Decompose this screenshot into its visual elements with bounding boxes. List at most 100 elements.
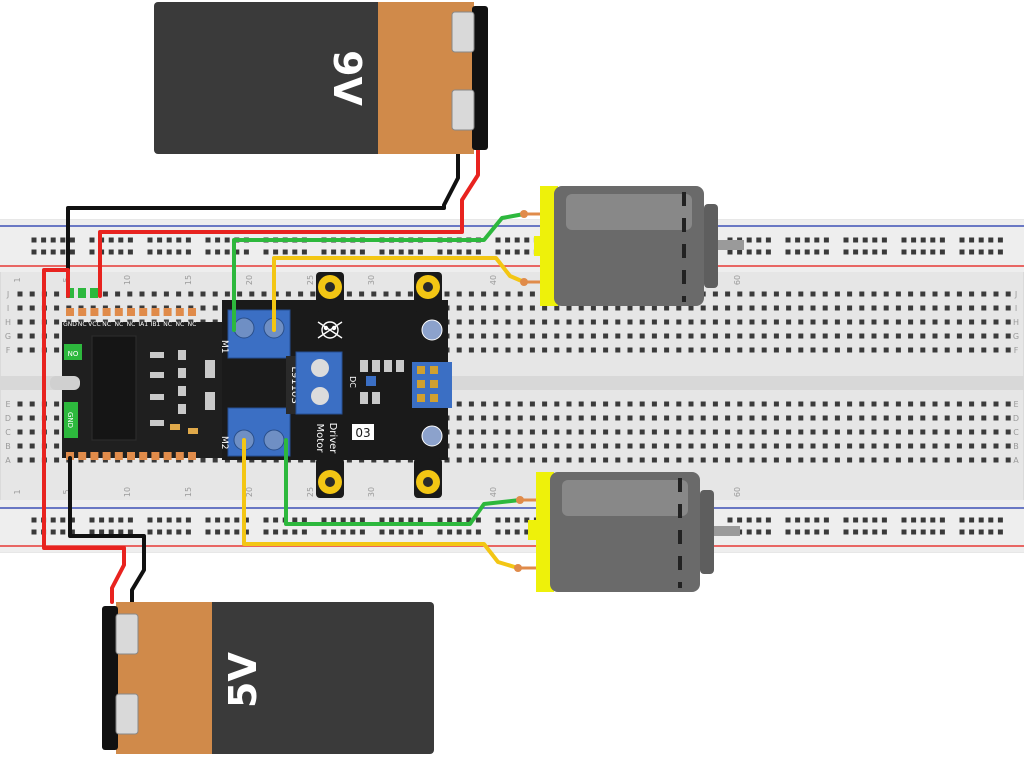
row-letter: G <box>5 332 11 341</box>
header-pin <box>163 308 172 316</box>
row-letter: G <box>1013 332 1019 341</box>
version-label: 03 <box>355 426 370 440</box>
wire-black-5v <box>68 456 146 604</box>
row-letter: E <box>5 400 10 409</box>
row-letter: C <box>1013 428 1019 437</box>
connection-pin <box>78 288 86 298</box>
battery-9v: 9V <box>154 2 488 154</box>
column-number: 15 <box>184 275 193 285</box>
column-number: 60 <box>733 275 742 285</box>
header-pin <box>78 452 87 460</box>
row-letter: F <box>6 346 11 355</box>
motor-bottom <box>514 472 740 592</box>
wire-green-top <box>232 212 526 332</box>
column-number: 30 <box>367 275 376 285</box>
header-pin-label: NC <box>188 321 197 328</box>
header-pin <box>175 308 184 316</box>
row-letter: D <box>5 414 11 423</box>
header-pin <box>114 308 123 316</box>
header-pin-label: VCC <box>88 321 100 328</box>
row-letter: B <box>5 442 11 451</box>
header-pin <box>139 452 148 460</box>
wires <box>42 146 526 604</box>
header-pin <box>127 452 135 460</box>
header-pin-label: NC <box>163 321 172 328</box>
board-label-motor: Motor <box>314 424 325 454</box>
row-letter: J <box>6 290 9 299</box>
row-letter: B <box>1013 442 1019 451</box>
column-number: 20 <box>245 487 254 497</box>
column-number: 1 <box>13 277 22 282</box>
row-letter: H <box>1013 318 1019 327</box>
column-number: 25 <box>306 487 315 497</box>
column-number: 20 <box>245 275 254 285</box>
board-label-dc: DC <box>348 376 357 388</box>
board-label-driver: Driver <box>327 423 338 455</box>
row-letter: E <box>1013 400 1018 409</box>
column-number: 25 <box>306 275 315 285</box>
battery-5v-label: 5V <box>221 651 265 707</box>
header-pin <box>127 308 135 316</box>
row-letter: H <box>5 318 11 327</box>
column-number: 10 <box>123 275 132 285</box>
column-number: 15 <box>184 487 193 497</box>
capacitor <box>295 351 343 415</box>
side-label: NO <box>68 350 79 358</box>
header-pin <box>188 452 196 460</box>
screw-terminal-m2 <box>227 407 291 457</box>
header-pin-label: NC <box>175 321 184 328</box>
header-pin-label: NC <box>78 321 87 328</box>
motor-top <box>520 186 744 306</box>
header-pin <box>78 308 87 316</box>
header-pin-label: GND <box>63 321 77 328</box>
connection-pin <box>90 288 98 298</box>
row-letter: J <box>1014 290 1017 299</box>
header-pin-label: NC <box>127 321 136 328</box>
header-pin <box>90 308 99 316</box>
row-letter: F <box>1014 346 1019 355</box>
column-number: 1 <box>13 489 22 494</box>
chip-label: L9110S <box>289 366 300 403</box>
header-pin <box>175 452 184 460</box>
header-pin <box>151 308 160 316</box>
header-pin-label: NC <box>114 321 123 328</box>
column-number: 60 <box>733 487 742 497</box>
battery-5v: 5V <box>102 602 434 754</box>
header-pin <box>102 452 111 460</box>
column-number: 40 <box>489 275 498 285</box>
board-logo <box>317 321 343 339</box>
header-pin <box>163 452 172 460</box>
row-letter: I <box>7 304 9 313</box>
header-pin <box>114 452 123 460</box>
column-number: 40 <box>489 487 498 497</box>
header-pin <box>151 452 160 460</box>
header-pin <box>139 308 148 316</box>
wire-red-5v <box>42 268 126 604</box>
header-pin-label: IA1 <box>138 321 148 328</box>
header-pin <box>66 308 74 316</box>
wire-yellow-top <box>272 256 526 332</box>
driver-module-left <box>62 322 222 458</box>
screw-terminal-m1 <box>227 309 291 359</box>
status-led <box>64 344 82 360</box>
terminal-label-m2: M2 <box>219 436 229 450</box>
column-number: 5 <box>62 489 71 494</box>
terminal-label-m1: M1 <box>219 340 229 354</box>
row-letter: D <box>1013 414 1019 423</box>
row-letter: C <box>5 428 11 437</box>
column-number: 10 <box>123 487 132 497</box>
column-number: 30 <box>367 487 376 497</box>
row-letter: A <box>1013 456 1019 465</box>
controller-ic <box>91 335 137 441</box>
header-pin <box>90 452 99 460</box>
wire-red-9v <box>98 146 480 298</box>
header-pin <box>188 308 196 316</box>
wire-black-9v <box>66 146 460 298</box>
bottom-label: GND <box>66 412 74 428</box>
row-letter: I <box>1015 304 1017 313</box>
header-pin-label: IB1 <box>151 321 161 328</box>
row-letter: A <box>5 456 11 465</box>
header-pin-label: NC <box>102 321 111 328</box>
header-pin <box>102 308 111 316</box>
